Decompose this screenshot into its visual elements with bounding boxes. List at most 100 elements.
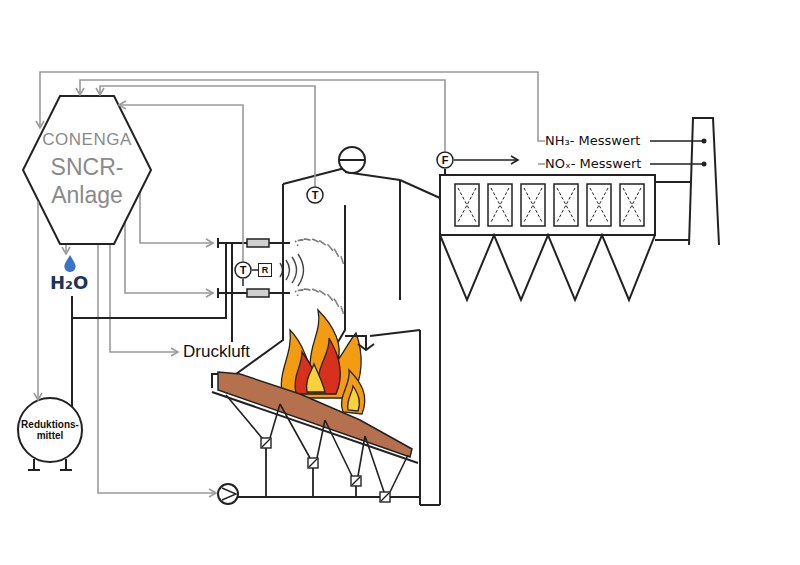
sensor-letter: R [262, 266, 269, 275]
chimney [689, 118, 719, 245]
air-dampers [261, 438, 390, 502]
reagent-tank: Reduktions- mittel [17, 397, 83, 463]
signal-line [37, 202, 39, 400]
circle-outline [307, 187, 323, 203]
acoustic-sensor: R [258, 263, 272, 277]
filter-field [620, 184, 644, 226]
third-pass-wall [439, 235, 441, 505]
spray-dot [323, 243, 325, 245]
spray-dot [319, 240, 321, 242]
furnace-right-wall [420, 330, 440, 505]
sensor-letter: T [240, 265, 247, 276]
spray-dot [297, 294, 299, 296]
boiler-outline [212, 168, 440, 505]
spray-dot [341, 258, 343, 260]
air-hoppers [226, 395, 408, 492]
spray-dot [312, 238, 314, 240]
spray-dot [314, 239, 316, 241]
fan-blade [222, 488, 236, 500]
water-drop [64, 255, 75, 272]
air-damper-blade [262, 439, 389, 501]
second-pass-wall [399, 180, 401, 300]
controller-hexagon: CONENGASNCR- Anlage [22, 95, 152, 245]
steam-drum [339, 147, 365, 173]
lance-pipe [218, 238, 290, 298]
spray-dot [300, 239, 302, 241]
controller-label: CONENGA [42, 130, 131, 150]
spray-dot [316, 290, 318, 292]
filter-field [554, 184, 578, 226]
spray-dot [304, 288, 306, 290]
acoustic-wave [286, 260, 290, 280]
sensor-letter: T [312, 190, 319, 201]
flame-inner [307, 364, 325, 392]
water-control-line [65, 245, 67, 254]
spray-dot [334, 249, 336, 251]
water-pipe [71, 296, 73, 407]
spray-dot [295, 291, 297, 293]
temperature-sensor: T [234, 261, 252, 279]
measurement-signal-line [538, 163, 545, 165]
fuel-bed [218, 372, 412, 457]
flame-outer [341, 370, 364, 414]
sensor-letter: F [442, 155, 449, 166]
filter-field [521, 184, 545, 226]
spray-dot [329, 296, 331, 298]
spray-dot [327, 294, 329, 296]
filter-unit [440, 175, 655, 300]
primary-air-duct [238, 448, 420, 497]
spray-dot [322, 292, 324, 294]
filter-field [488, 184, 512, 226]
spray-dot [302, 239, 304, 241]
spray-dot [299, 239, 301, 241]
sensor-link [242, 279, 244, 286]
filter-field [587, 184, 611, 226]
medium-label: H₂O [50, 272, 88, 293]
spray-dot [321, 241, 323, 243]
signal-label: NOₓ- Messwert [545, 156, 641, 172]
flow-signal-out [454, 159, 518, 161]
fan-control-line [98, 245, 216, 493]
spray-dot [312, 288, 314, 290]
injection-lances [218, 238, 290, 298]
spray-dot [328, 295, 330, 297]
spray-dot [298, 290, 300, 292]
filter-housing [440, 175, 655, 235]
primary-air-fan [218, 484, 238, 504]
spray-dot [340, 256, 342, 258]
boiler-roof [283, 168, 345, 184]
spray-dot [295, 241, 297, 243]
filter-hoppers [440, 235, 655, 300]
spray-dot [298, 240, 300, 242]
spray-dot [340, 306, 342, 308]
lance-nozzle [247, 289, 269, 297]
air-control-line [110, 245, 178, 352]
measurement-point [702, 139, 707, 144]
filter-field [455, 184, 479, 226]
spray-dot [334, 299, 336, 301]
media-lines [72, 243, 232, 407]
circle-outline [18, 398, 82, 462]
spray-dot [300, 289, 302, 291]
spray-dot [299, 289, 301, 291]
third-pass-roof [400, 180, 440, 198]
hexagon-outline [23, 96, 151, 244]
pass-divider [338, 205, 345, 342]
acoustic-wave [298, 254, 304, 286]
spray-dot [319, 290, 321, 292]
spray-dot [329, 246, 331, 248]
spray-dot [306, 288, 308, 290]
spray-dot [306, 238, 308, 240]
acoustic-wave [292, 257, 297, 283]
measurement-probe-line [650, 141, 703, 164]
spray-dot [314, 289, 316, 291]
measurement-point [702, 162, 707, 167]
grate [212, 392, 418, 463]
flow-arrow [358, 344, 374, 350]
medium-label: Druckluft [183, 342, 250, 362]
tank-label: Reduktions- mittel [19, 419, 81, 442]
spray-dot [342, 312, 344, 314]
circle-outline [235, 262, 251, 278]
